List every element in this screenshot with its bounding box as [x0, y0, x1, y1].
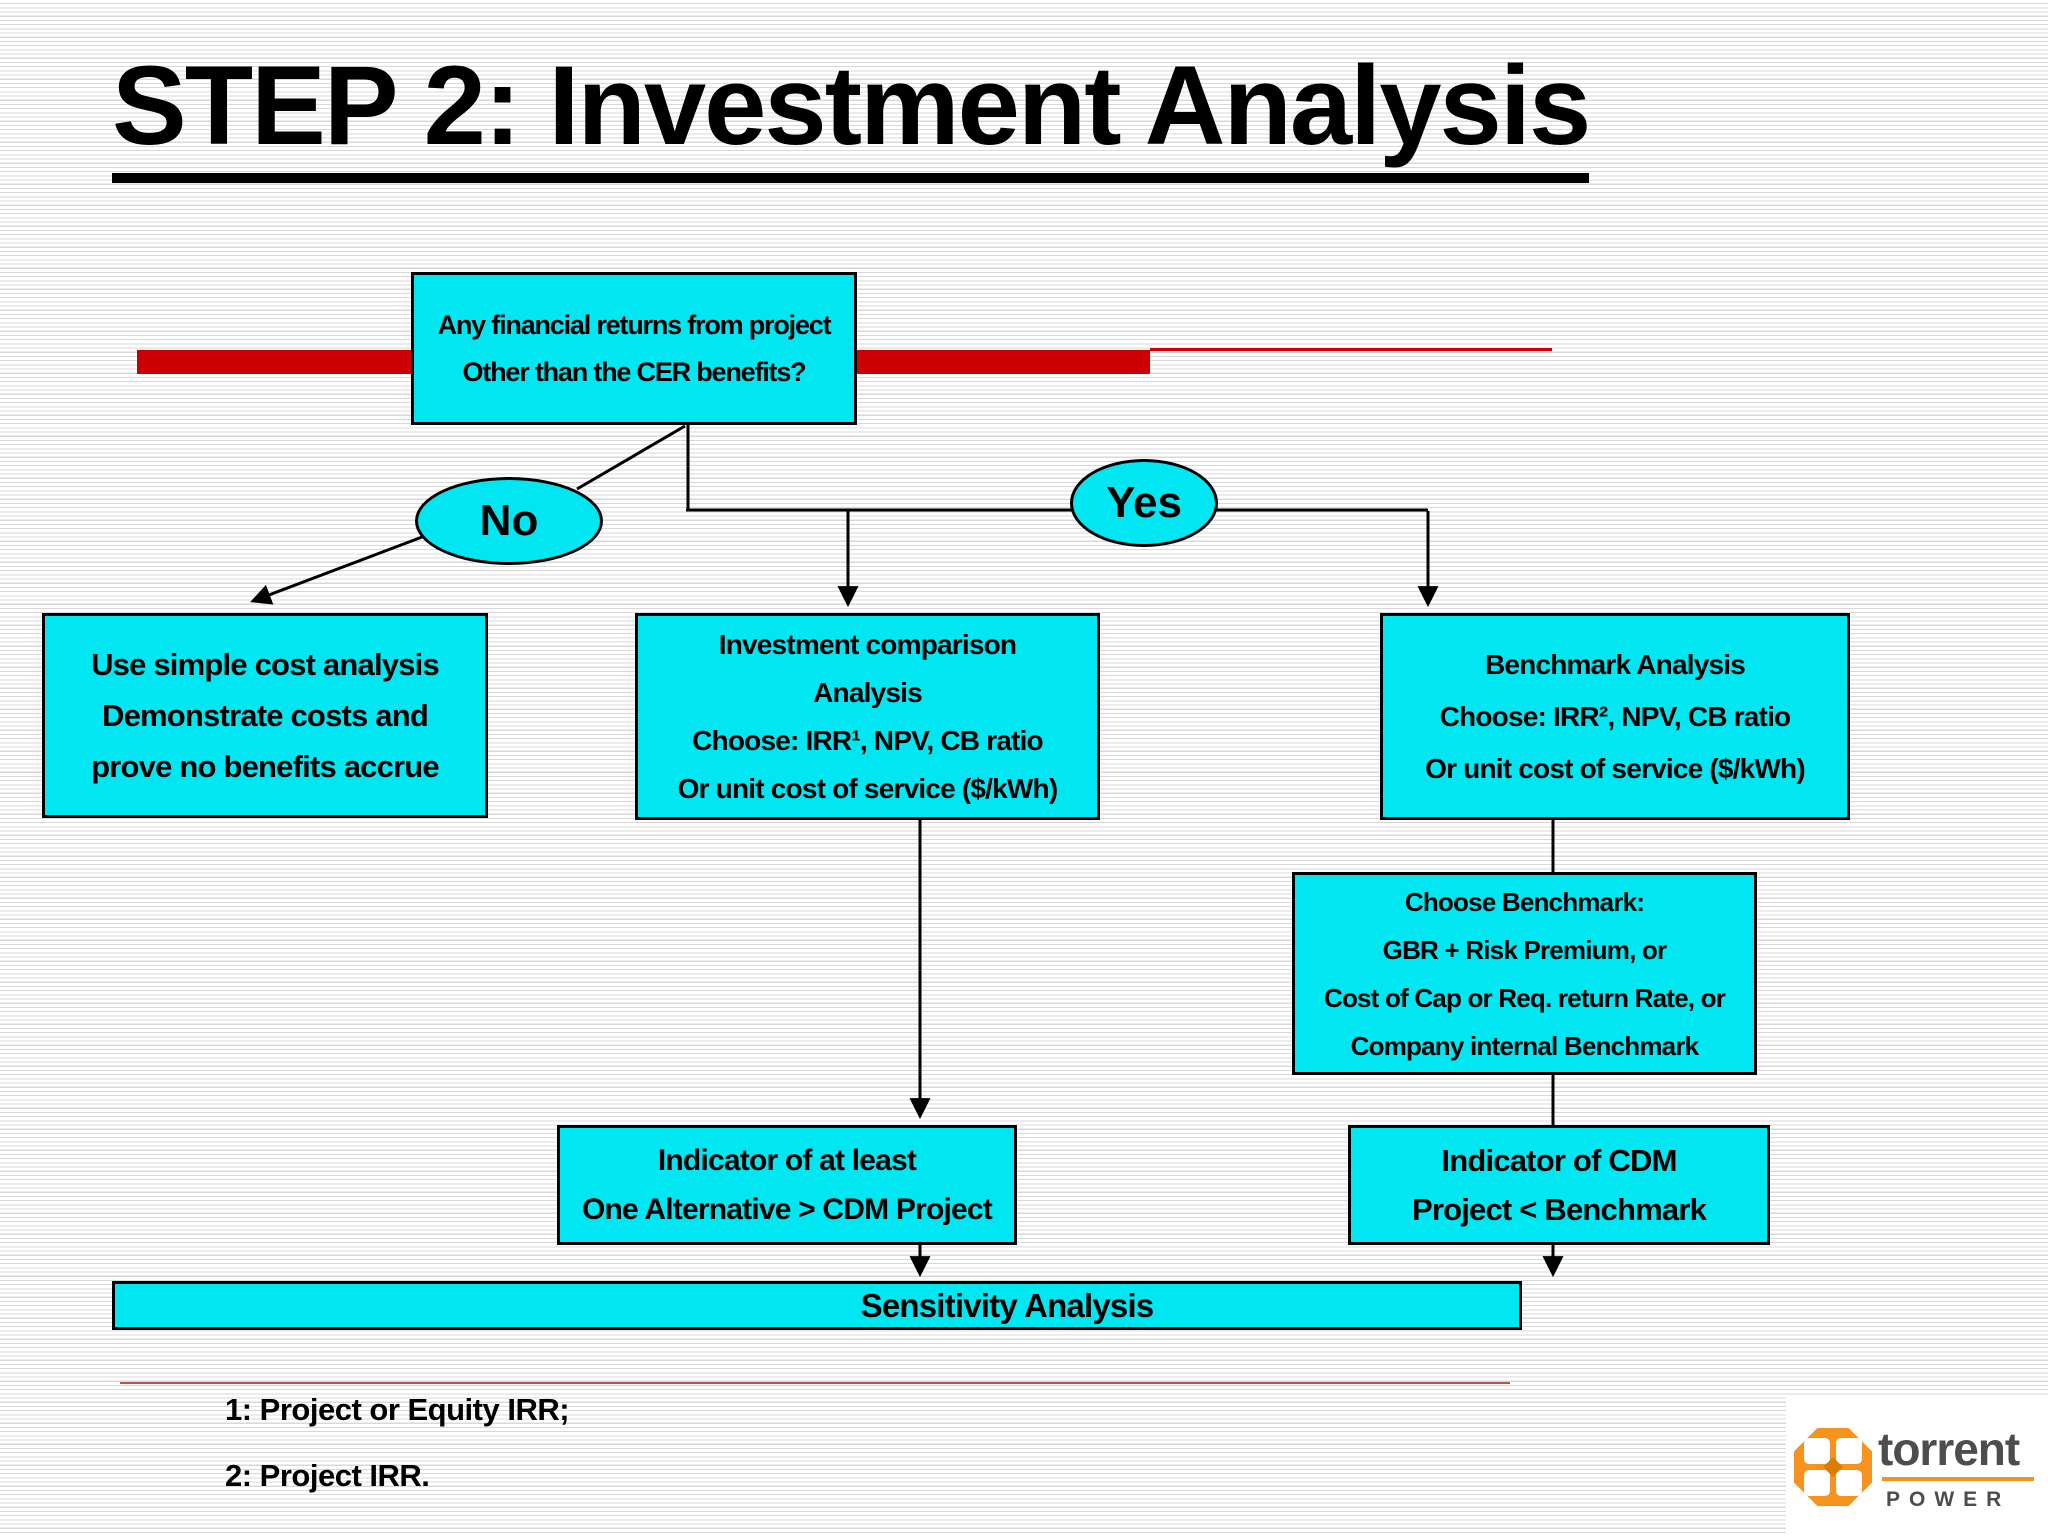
branch-yes-ellipse: Yes — [1070, 459, 1218, 547]
sensitivity-analysis-box: Sensitivity Analysis — [112, 1281, 1522, 1330]
branch-no-ellipse: No — [415, 477, 603, 565]
choose-benchmark-line: GBR + Risk Premium, or — [1382, 934, 1667, 965]
page-title: STEP 2: Investment Analysis — [112, 42, 1591, 183]
logo-square — [1804, 1470, 1830, 1496]
indicator-cdm-box: Indicator of CDM Project < Benchmark — [1348, 1125, 1770, 1245]
sensitivity-analysis-label: Sensitivity Analysis — [860, 1287, 1155, 1324]
footer-divider-line — [120, 1382, 1510, 1384]
logo-square — [1836, 1438, 1862, 1464]
choose-benchmark-line: Cost of Cap or Req. return Rate, or — [1323, 982, 1726, 1013]
investment-comparison-box: Investment comparison Analysis Choose: I… — [635, 613, 1100, 820]
benchmark-analysis-line: Benchmark Analysis — [1484, 648, 1746, 680]
investment-comparison-line: Or unit cost of service ($/kWh) — [677, 772, 1059, 804]
connector-question-to-no — [576, 424, 686, 491]
choose-benchmark-box: Choose Benchmark: GBR + Risk Premium, or… — [1292, 872, 1757, 1075]
torrent-power-logo: torrent POWER — [1786, 1396, 2048, 1536]
footnote-1: 1: Project or Equity IRR; — [225, 1392, 570, 1427]
indicator-alternative-box: Indicator of at least One Alternative > … — [557, 1125, 1017, 1245]
indicator-cdm-line: Indicator of CDM — [1441, 1143, 1677, 1178]
logo-square — [1836, 1470, 1862, 1496]
simple-cost-line: prove no benefits accrue — [91, 749, 440, 784]
torrent-logo-icon — [1794, 1428, 1872, 1506]
investment-comparison-line: Analysis — [813, 676, 923, 708]
benchmark-analysis-box: Benchmark Analysis Choose: IRR², NPV, CB… — [1380, 613, 1850, 820]
question-line: Any financial returns from project — [437, 309, 832, 340]
logo-square — [1804, 1438, 1830, 1464]
benchmark-analysis-line: Or unit cost of service ($/kWh) — [1425, 752, 1806, 784]
simple-cost-line: Use simple cost analysis — [91, 647, 440, 682]
investment-comparison-line: Choose: IRR¹, NPV, CB ratio — [692, 724, 1044, 756]
question-box: Any financial returns from project Other… — [411, 272, 857, 425]
indicator-alternative-line: One Alternative > CDM Project — [582, 1193, 993, 1226]
benchmark-analysis-line: Choose: IRR², NPV, CB ratio — [1439, 700, 1792, 732]
logo-wordmark: torrent — [1878, 1423, 2020, 1475]
choose-benchmark-line: Company internal Benchmark — [1350, 1030, 1699, 1061]
footnote-2: 2: Project IRR. — [225, 1458, 430, 1493]
simple-cost-box: Use simple cost analysis Demonstrate cos… — [42, 613, 488, 818]
indicator-cdm-line: Project < Benchmark — [1411, 1192, 1707, 1227]
simple-cost-line: Demonstrate costs and — [101, 698, 429, 733]
red-accent-line — [1150, 348, 1552, 351]
connector-no-to-simple-cost — [250, 532, 431, 605]
choose-benchmark-line: Choose Benchmark: — [1404, 886, 1645, 917]
branch-no-label: No — [479, 496, 539, 545]
branch-yes-label: Yes — [1106, 478, 1182, 527]
logo-subtitle: POWER — [1886, 1488, 2011, 1511]
indicator-alternative-line: Indicator of at least — [657, 1144, 917, 1177]
logo-underline — [1882, 1477, 2034, 1481]
investment-comparison-line: Investment comparison — [718, 628, 1017, 660]
question-line: Other than the CER benefits? — [462, 356, 807, 387]
